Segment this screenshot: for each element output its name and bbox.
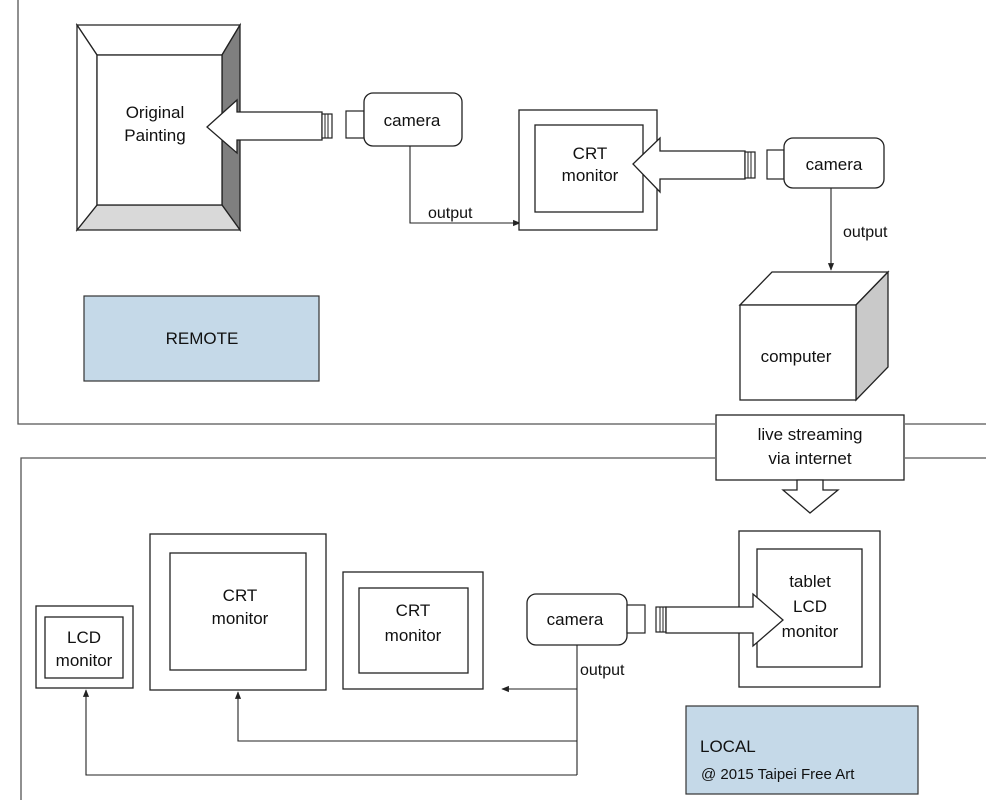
- painting-label-line1: Original: [126, 103, 185, 122]
- local-credit: @ 2015 Taipei Free Art: [701, 766, 855, 783]
- local-camera-lens: [626, 604, 667, 634]
- crt-monitor-small-screen: [358, 587, 469, 674]
- computer-label: computer: [761, 347, 832, 366]
- local-output-label: output: [580, 662, 625, 679]
- crt-big-label-line1: CRT: [223, 586, 258, 605]
- camera1-body: [363, 92, 463, 147]
- crt-small-label-line2: monitor: [385, 626, 442, 645]
- camera1-label: camera: [384, 111, 441, 130]
- tablet-label-line2: LCD: [793, 597, 827, 616]
- painting-label-line2: Painting: [124, 126, 185, 145]
- camera1-output-wire: [409, 146, 521, 227]
- painting-frame-bottom: [75, 204, 242, 231]
- camera1-lens: [321, 110, 365, 139]
- camera1-output-label: output: [428, 205, 473, 222]
- camera2-body: [783, 137, 885, 189]
- local-camera-view-arrow: [665, 592, 784, 648]
- original-painting: Original Painting: [75, 22, 242, 233]
- streaming-down-arrow: [781, 479, 840, 514]
- tablet-label-line3: monitor: [782, 622, 839, 641]
- wire-to-lcd: [82, 689, 577, 776]
- local-box: [685, 705, 919, 795]
- local-camera-label: camera: [547, 610, 604, 629]
- remote-label: REMOTE: [166, 329, 239, 348]
- computer: computer: [738, 270, 890, 402]
- lcd-label-line1: LCD: [67, 628, 101, 647]
- crt-big-label-line2: monitor: [212, 609, 269, 628]
- remote-section-frame: [17, 0, 986, 425]
- local-section-frame: [20, 457, 986, 800]
- remote-box: [83, 295, 320, 382]
- local-label: LOCAL: [700, 737, 756, 756]
- crt-monitor-big-screen: [169, 552, 307, 671]
- camera2-label: camera: [806, 155, 863, 174]
- crt-remote-label-line2: monitor: [562, 166, 619, 185]
- live-streaming-box: [715, 414, 905, 481]
- crt-remote-label-line1: CRT: [573, 144, 608, 163]
- camera2-lens: [744, 149, 785, 180]
- wire-to-crt-big: [234, 691, 577, 742]
- camera2-output-label: output: [843, 224, 888, 241]
- tablet-label-line1: tablet: [789, 572, 831, 591]
- tablet-screen: [756, 548, 863, 668]
- streaming-label-line1: live streaming: [758, 425, 863, 444]
- crt-small-label-line1: CRT: [396, 601, 431, 620]
- lcd-monitor-screen: [44, 616, 124, 679]
- streaming-label-line2: via internet: [768, 449, 851, 468]
- lcd-label-line2: monitor: [56, 651, 113, 670]
